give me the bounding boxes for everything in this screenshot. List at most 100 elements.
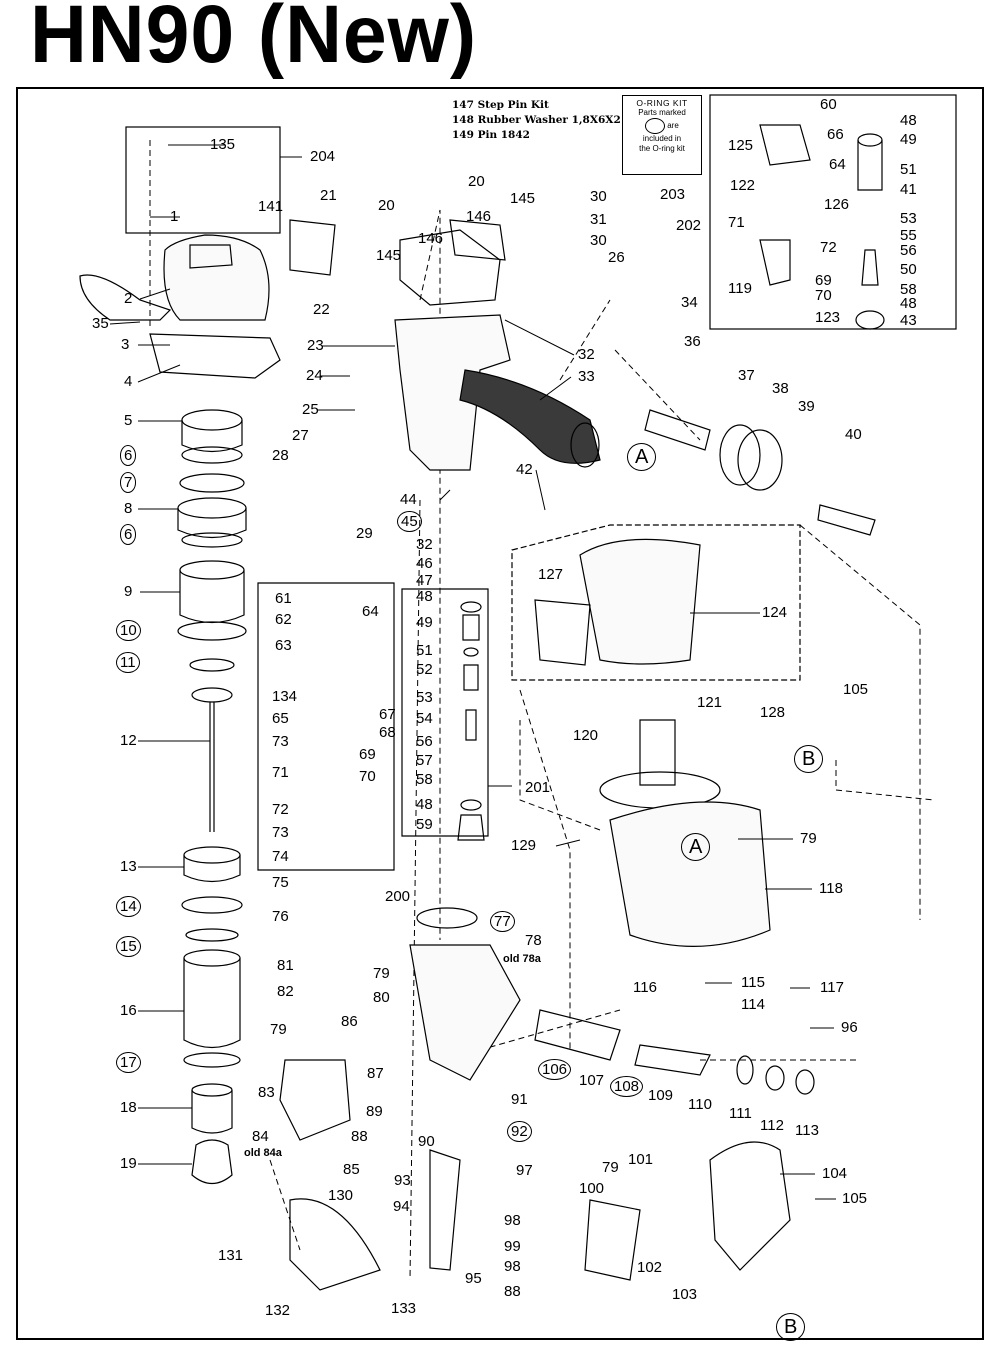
box-202 bbox=[709, 94, 957, 330]
part-label: 51 bbox=[416, 642, 433, 659]
note-line: 148 Rubber Washer 1,8X6X2 bbox=[452, 114, 621, 126]
oring-line: included in bbox=[642, 134, 682, 143]
part-label: 53 bbox=[900, 210, 917, 227]
part-label: 99 bbox=[504, 1238, 521, 1255]
part-label: 145 bbox=[376, 247, 402, 264]
part-label: 146 bbox=[466, 208, 492, 225]
part-label: 125 bbox=[728, 137, 754, 154]
part-label: 18 bbox=[120, 1099, 137, 1116]
part-label: 10 bbox=[116, 620, 141, 641]
part-label: 88 bbox=[504, 1283, 521, 1300]
part-label: 81 bbox=[277, 957, 294, 974]
part-label: 72 bbox=[820, 239, 837, 256]
reference-marker: A bbox=[681, 833, 711, 861]
part-label: 21 bbox=[320, 187, 337, 204]
part-label: 26 bbox=[608, 249, 625, 266]
part-label: 60 bbox=[820, 96, 837, 113]
part-label: 1 bbox=[170, 208, 179, 225]
part-label: 30 bbox=[590, 232, 607, 249]
part-label: 67 bbox=[379, 706, 396, 723]
kit-notes: 147 Step Pin Kit 148 Rubber Washer 1,8X6… bbox=[452, 98, 621, 143]
part-label: 105 bbox=[843, 681, 869, 698]
part-label: 70 bbox=[359, 768, 376, 785]
part-label: 131 bbox=[218, 1247, 244, 1264]
part-label: 104 bbox=[822, 1165, 848, 1182]
part-label: 96 bbox=[841, 1019, 858, 1036]
part-label: 90 bbox=[418, 1133, 435, 1150]
part-label: 40 bbox=[845, 426, 862, 443]
part-label: 48 bbox=[416, 588, 433, 605]
part-label: 76 bbox=[272, 908, 289, 925]
part-label: 4 bbox=[124, 373, 133, 390]
part-label: 61 bbox=[275, 590, 292, 607]
part-label: 43 bbox=[900, 312, 917, 329]
part-label: 55 bbox=[900, 227, 917, 244]
box-201 bbox=[401, 588, 489, 837]
part-label: 89 bbox=[366, 1103, 383, 1120]
part-label: 9 bbox=[124, 583, 133, 600]
part-label: 17 bbox=[116, 1052, 141, 1073]
note-line: 149 Pin 1842 bbox=[452, 129, 530, 141]
part-label: 52 bbox=[416, 661, 433, 678]
part-label: 34 bbox=[681, 294, 698, 311]
part-label: 203 bbox=[660, 186, 686, 203]
oring-heading: O-RING KIT bbox=[636, 98, 688, 108]
part-label: 48 bbox=[900, 295, 917, 312]
part-label: 65 bbox=[272, 710, 289, 727]
part-label: 3 bbox=[121, 336, 130, 353]
part-label: 5 bbox=[124, 412, 133, 429]
part-label: 117 bbox=[820, 979, 844, 996]
part-label: 72 bbox=[272, 801, 289, 818]
part-label: 109 bbox=[648, 1087, 674, 1104]
part-label: 91 bbox=[511, 1091, 528, 1108]
part-label: 112 bbox=[760, 1117, 784, 1134]
part-label: 19 bbox=[120, 1155, 137, 1172]
part-label: 20 bbox=[378, 197, 395, 214]
part-label: 24 bbox=[306, 367, 323, 384]
part-label: 33 bbox=[578, 368, 595, 385]
part-label: 73 bbox=[272, 824, 289, 841]
part-label: 88 bbox=[351, 1128, 368, 1145]
part-label: 29 bbox=[356, 525, 373, 542]
part-label: 97 bbox=[516, 1162, 533, 1179]
part-label: 134 bbox=[272, 688, 298, 705]
box-200 bbox=[257, 582, 395, 871]
part-label: 56 bbox=[416, 733, 433, 750]
page-title: HN90 (New) bbox=[30, 0, 478, 80]
oring-line: the O-ring kit bbox=[639, 144, 685, 153]
part-label: 64 bbox=[362, 603, 379, 620]
part-label: 110 bbox=[688, 1096, 712, 1113]
oring-circle-icon bbox=[645, 118, 666, 134]
part-label: 120 bbox=[573, 727, 599, 744]
part-label: 58 bbox=[416, 771, 433, 788]
part-label: 47 bbox=[416, 572, 433, 589]
part-label: 71 bbox=[272, 764, 289, 781]
part-label: 56 bbox=[900, 242, 917, 259]
reference-marker: A bbox=[627, 443, 657, 471]
part-label: 73 bbox=[272, 733, 289, 750]
part-label: 32 bbox=[416, 536, 433, 553]
part-label: 146 bbox=[418, 230, 444, 247]
part-label: 82 bbox=[277, 983, 294, 1000]
part-label: 15 bbox=[116, 936, 141, 957]
part-label: 128 bbox=[760, 704, 786, 721]
part-label: 44 bbox=[400, 491, 417, 508]
part-label: 35 bbox=[92, 315, 109, 332]
part-label: 141 bbox=[258, 198, 284, 215]
part-label: 107 bbox=[579, 1072, 605, 1089]
note-line: 147 Step Pin Kit bbox=[452, 99, 549, 111]
part-label: 8 bbox=[124, 500, 133, 517]
part-label: 113 bbox=[795, 1122, 819, 1139]
part-label: 80 bbox=[373, 989, 390, 1006]
part-label: 75 bbox=[272, 874, 289, 891]
part-label: 46 bbox=[416, 555, 433, 572]
part-label: 101 bbox=[628, 1151, 654, 1168]
part-label: 79 bbox=[373, 965, 390, 982]
part-label: 98 bbox=[504, 1212, 521, 1229]
part-label: 95 bbox=[465, 1270, 482, 1287]
part-label: 31 bbox=[590, 211, 607, 228]
part-label: 48 bbox=[416, 796, 433, 813]
part-label: 111 bbox=[729, 1105, 752, 1122]
part-label: 121 bbox=[697, 694, 723, 711]
part-label: 59 bbox=[416, 816, 433, 833]
